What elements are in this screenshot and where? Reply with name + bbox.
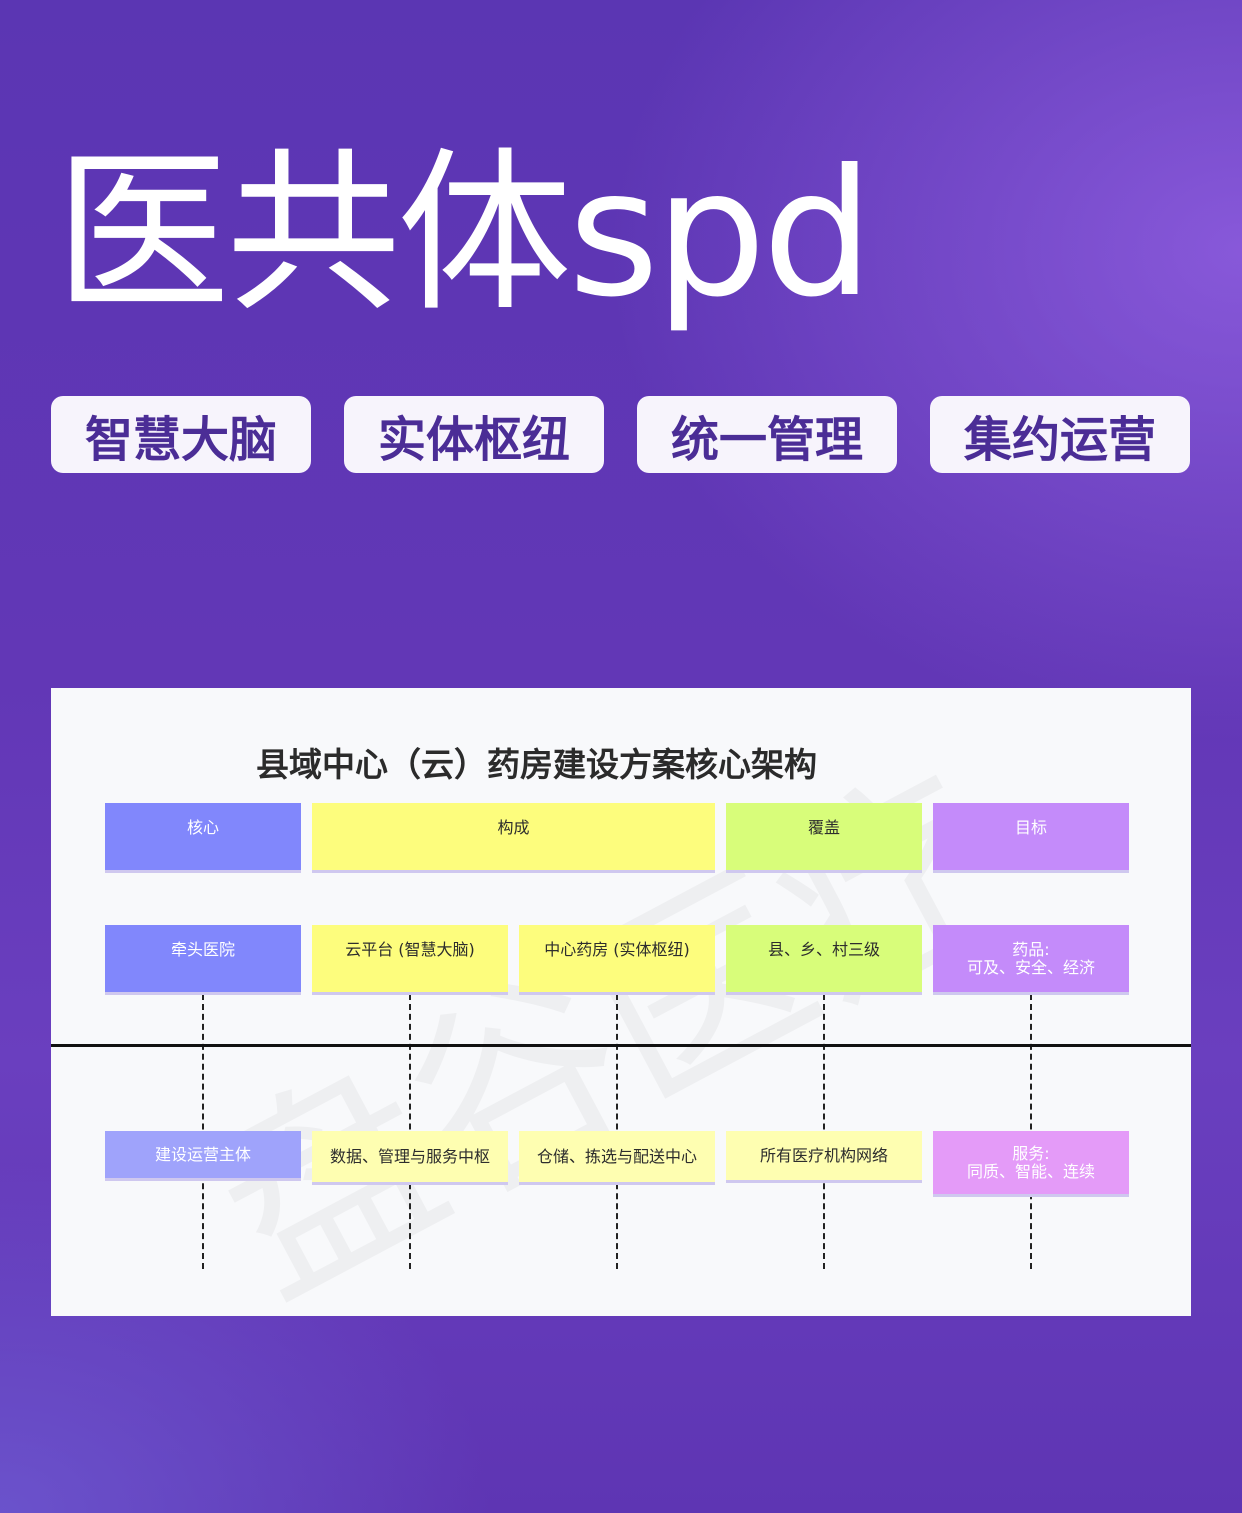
header-goal-label: 目标: [1014, 818, 1047, 837]
header-goal: 目标: [933, 803, 1129, 873]
node-drug-goal-line2: 可及、安全、经济: [966, 958, 1095, 977]
header-coverage: 覆盖: [726, 803, 922, 873]
node-lead-hospital-label: 牵头医院: [170, 940, 235, 959]
node-service-goal-line1: 服务:: [1012, 1143, 1050, 1163]
node-data-hub-label: 数据、管理与服务中枢: [329, 1146, 490, 1166]
node-warehouse-center: 仓储、拣选与配送中心: [519, 1131, 715, 1185]
node-warehouse-center-label: 仓储、拣选与配送中心: [536, 1146, 697, 1166]
architecture-diagram: 盘谷医疗 县域中心（云）药房建设方案核心架构 核心 构成 覆盖 目标 牵头医院 …: [51, 688, 1191, 1316]
node-operator: 建设运营主体: [105, 1131, 301, 1181]
node-three-levels: 县、乡、村三级: [726, 925, 922, 995]
tag-physical-hub: 实体枢纽: [344, 396, 604, 473]
node-drug-goal: 药品: 可及、安全、经济: [933, 925, 1129, 995]
node-cloud-platform: 云平台 (智慧大脑): [312, 925, 508, 995]
node-three-levels-label: 县、乡、村三级: [767, 940, 880, 959]
node-operator-label: 建设运营主体: [154, 1144, 251, 1164]
node-service-goal: 服务: 同质、智能、连续: [933, 1131, 1129, 1197]
node-data-hub: 数据、管理与服务中枢: [312, 1131, 508, 1185]
node-central-pharmacy-label: 中心药房 (实体枢纽): [544, 940, 690, 959]
header-core-label: 核心: [186, 818, 219, 837]
page-title: 医共体spd: [55, 133, 873, 336]
header-coverage-label: 覆盖: [807, 818, 840, 837]
node-cloud-platform-label: 云平台 (智慧大脑): [345, 940, 475, 959]
node-lead-hospital: 牵头医院: [105, 925, 301, 995]
tag-smart-brain: 智慧大脑: [51, 396, 311, 473]
header-core: 核心: [105, 803, 301, 873]
node-service-goal-line2: 同质、智能、连续: [966, 1161, 1095, 1181]
tag-intensive-operation: 集约运营: [930, 396, 1190, 473]
node-institution-network-label: 所有医疗机构网络: [759, 1145, 888, 1165]
node-drug-goal-line1: 药品:: [1012, 940, 1050, 959]
diagram-title: 县域中心（云）药房建设方案核心架构: [256, 745, 817, 784]
divider-line: [51, 1044, 1191, 1047]
header-composition-label: 构成: [497, 818, 530, 837]
tag-unified-management: 统一管理: [637, 396, 897, 473]
node-central-pharmacy: 中心药房 (实体枢纽): [519, 925, 715, 995]
node-institution-network: 所有医疗机构网络: [726, 1131, 922, 1183]
header-composition: 构成: [312, 803, 715, 873]
